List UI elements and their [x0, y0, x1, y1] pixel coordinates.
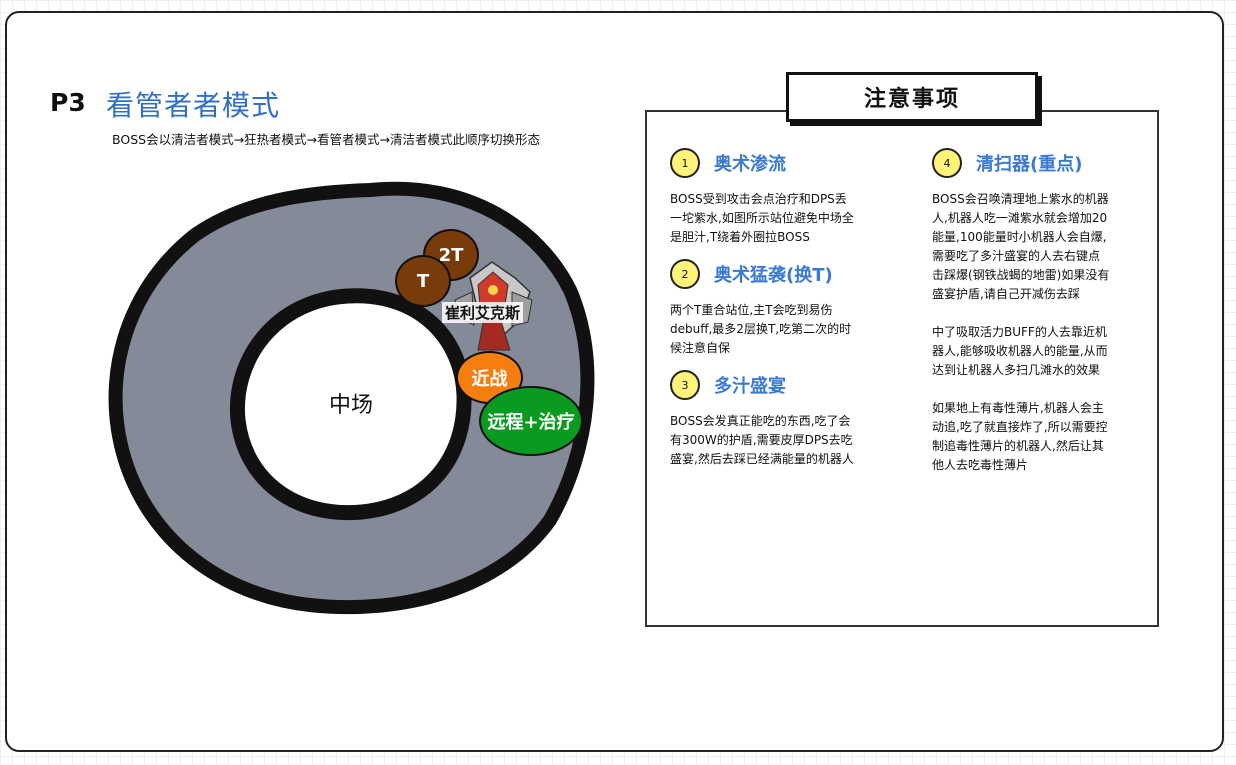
- note-line: 他人去吃毒性薄片: [932, 458, 1029, 472]
- melee-label: 近战: [471, 368, 508, 390]
- note-number-badge: 3: [670, 370, 700, 400]
- center-area-label: 中场: [329, 393, 374, 418]
- note-title: 多汁盛宴: [714, 376, 786, 397]
- note-title: 奥术猛袭(换T): [714, 265, 833, 286]
- note-line: 如果地上有毒性薄片,机器人会主: [932, 401, 1104, 415]
- boss-name-label: 崔利艾克斯: [442, 302, 524, 323]
- tank-label: T: [416, 270, 430, 292]
- note-item: 3 多汁盛宴 BOSS会发真正能吃的东西,吃了会 有300W的护盾,需要皮厚DP…: [670, 370, 895, 469]
- note-line: 需要吃了多汁盛宴的人去右键点: [932, 249, 1101, 263]
- mode-title: 看管者者模式: [106, 89, 281, 122]
- mode-sequence-subtitle: BOSS会以清洁者模式→狂热者模式→看管者模式→清洁者模式此顺序切换形态: [112, 132, 540, 147]
- note-line: BOSS会发真正能吃的东西,吃了会: [670, 414, 851, 428]
- note-line: 一坨紫水,如图所示站位避免中场全: [670, 211, 854, 225]
- offtank-label: 2T: [438, 244, 464, 266]
- ranged-heal-label: 远程+治疗: [487, 412, 575, 433]
- note-number-badge: 2: [670, 259, 700, 289]
- note-line: 动追,吃了就直接炸了,所以需要控: [932, 420, 1108, 434]
- note-line: 能量,100能量时小机器人会自爆,: [932, 230, 1107, 244]
- note-line: 盛宴护盾,请自己开减伤去踩: [932, 287, 1080, 301]
- note-line: 有300W的护盾,需要皮厚DPS去吃: [670, 433, 853, 447]
- note-number-badge: 1: [670, 148, 700, 178]
- note-line: 器人,能够吸收机器人的能量,从而: [932, 344, 1108, 358]
- note-line: BOSS受到攻击会点治疗和DPS丢: [670, 192, 847, 206]
- note-line: 达到让机器人多扫几滩水的效果: [932, 363, 1101, 377]
- note-body: BOSS受到攻击会点治疗和DPS丢 一坨紫水,如图所示站位避免中场全 是胆汁,T…: [670, 190, 895, 247]
- note-line: 两个T重合站位,主T会吃到易伤: [670, 303, 833, 317]
- note-item: 1 奥术渗流 BOSS受到攻击会点治疗和DPS丢 一坨紫水,如图所示站位避免中场…: [670, 148, 895, 247]
- phase-label: P3: [50, 88, 86, 117]
- note-line: 是胆汁,T绕着外圈拉BOSS: [670, 230, 810, 244]
- note-line: 候注意自保: [670, 341, 731, 355]
- note-line: 中了吸取活力BUFF的人去靠近机: [932, 325, 1107, 339]
- tank-position-marker: T: [395, 255, 451, 307]
- note-line: 盛宴,然后去踩已经满能量的机器人: [670, 452, 854, 466]
- inner-ring-band: [229, 288, 472, 521]
- note-item: 2 奥术猛袭(换T) 两个T重合站位,主T会吃到易伤 debuff,最多2层换T…: [670, 259, 895, 358]
- note-number-badge: 4: [932, 148, 962, 178]
- note-line: BOSS会召唤清理地上紫水的机器: [932, 192, 1109, 206]
- note-body: BOSS会召唤清理地上紫水的机器 人,机器人吃一滩紫水就会增加20 能量,100…: [932, 190, 1147, 475]
- note-line: 制追毒性薄片的机器人,然后让其: [932, 439, 1104, 453]
- note-item: 4 清扫器(重点) BOSS会召唤清理地上紫水的机器 人,机器人吃一滩紫水就会增…: [932, 148, 1147, 494]
- note-title: 清扫器(重点): [976, 154, 1083, 175]
- notes-header: 注意事项: [786, 72, 1038, 122]
- note-line: 人,机器人吃一滩紫水就会增加20: [932, 211, 1108, 225]
- note-body: BOSS会发真正能吃的东西,吃了会 有300W的护盾,需要皮厚DPS去吃 盛宴,…: [670, 412, 895, 469]
- note-line: debuff,最多2层换T,吃第二次的时: [670, 322, 852, 336]
- note-line: 击踩爆(钢铁战蝎的地雷)如果没有: [932, 268, 1110, 282]
- note-body: 两个T重合站位,主T会吃到易伤 debuff,最多2层换T,吃第二次的时 候注意…: [670, 301, 895, 358]
- ranged-heal-position-marker: 远程+治疗: [479, 386, 583, 456]
- notes-panel: [645, 110, 1159, 627]
- note-title: 奥术渗流: [714, 154, 786, 175]
